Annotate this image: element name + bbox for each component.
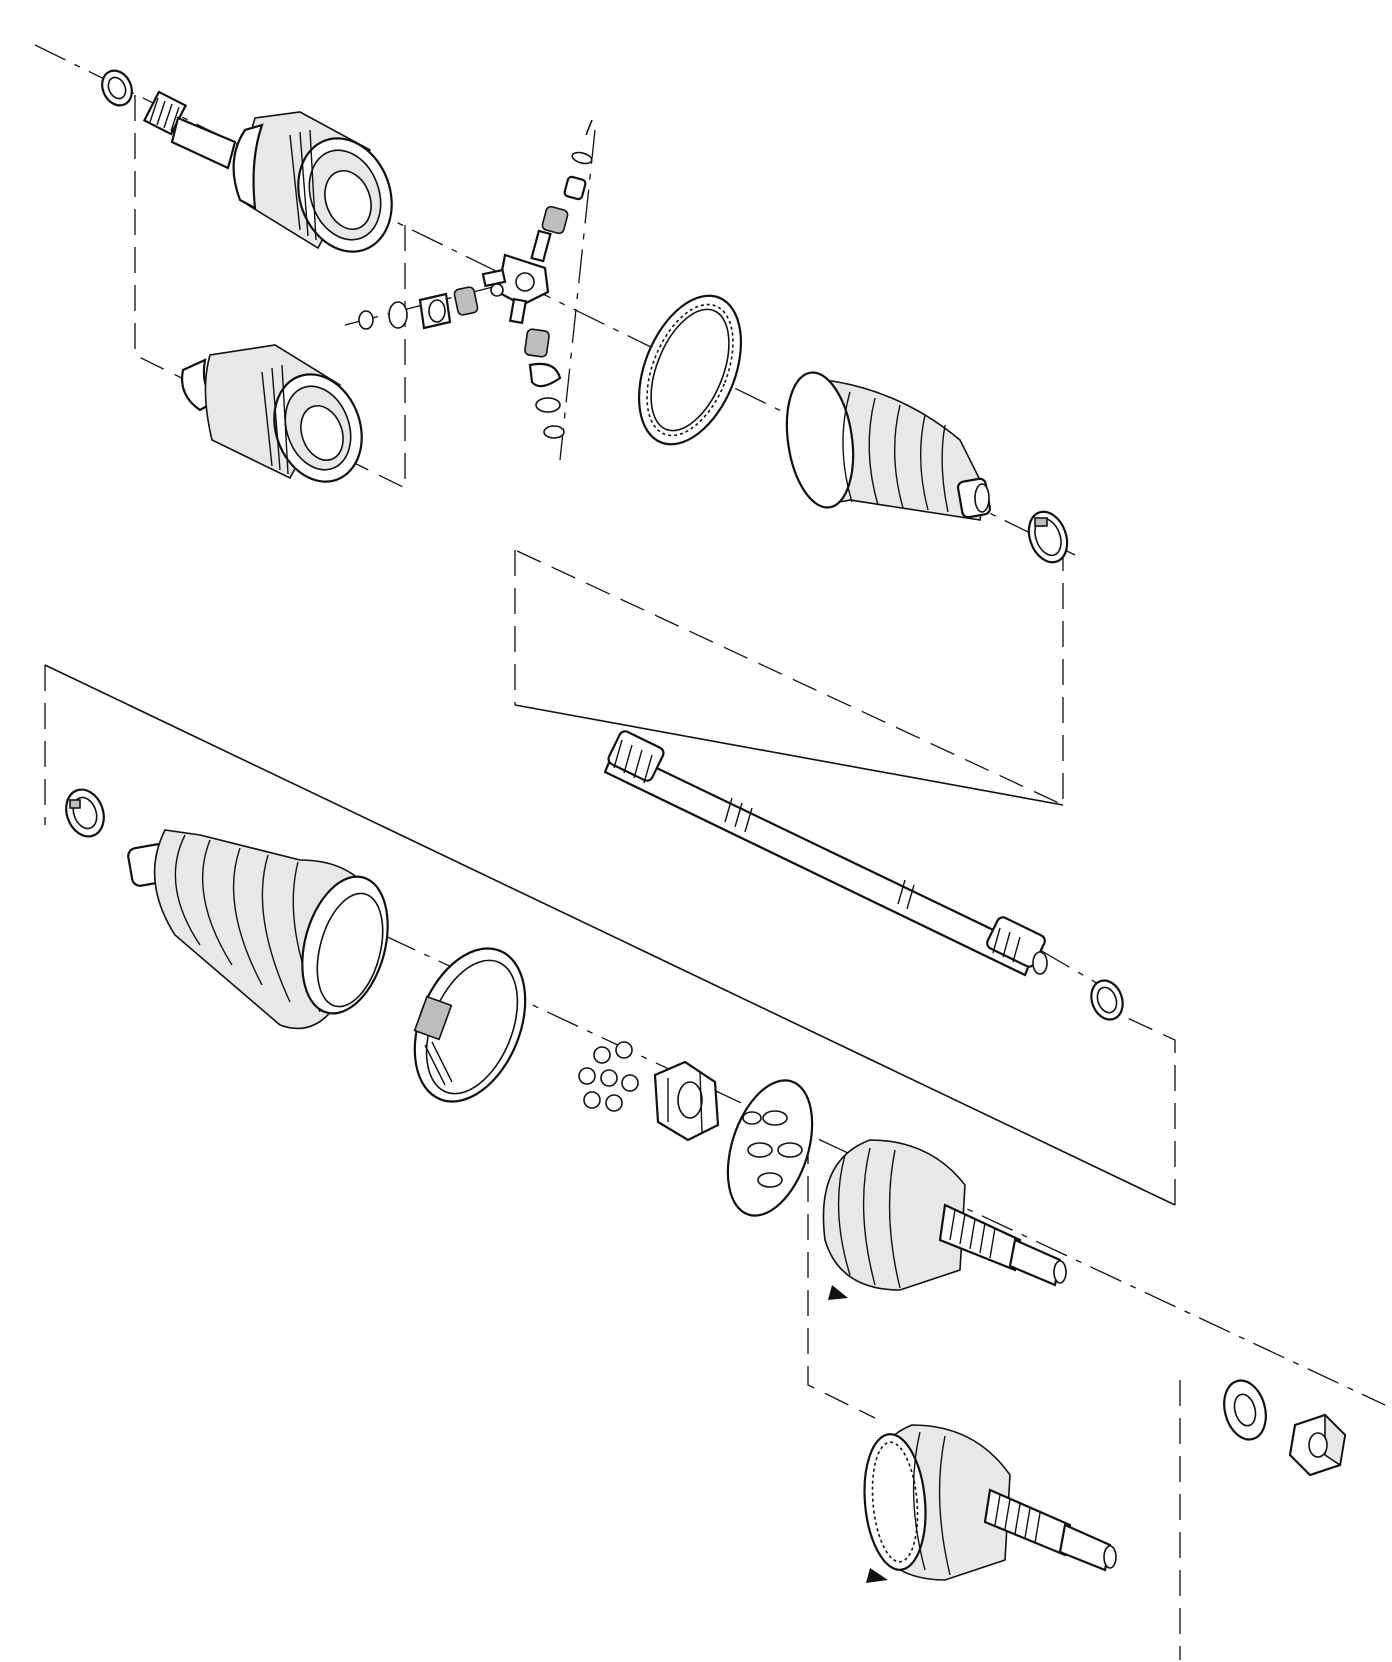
tripod-spider [481,229,552,325]
outer-cv-boot [127,829,389,1030]
inner-cv-joint-housing-alternate [181,344,363,483]
abs-tone-ring [637,294,743,446]
inner-race [653,1060,720,1142]
boot-clamp-small [1027,510,1069,564]
inner-cv-joint-housing-upper [142,90,393,253]
circlip-shaft-end [1090,979,1124,1021]
outer-boot-clamp-large [413,947,527,1103]
ball-cage [726,1079,814,1217]
grouping-frames [44,95,1181,1660]
cv-joint-balls [578,1041,639,1112]
axis-lines [34,44,1386,1406]
needle-bearing-rollers [358,119,593,439]
outer-cv-joint-alternate [863,1424,1117,1583]
intermediate-axle-shaft [603,730,1048,977]
axle-nut [1288,1413,1347,1477]
outer-boot-clamp-small [65,788,105,838]
inner-cv-boot [785,371,992,521]
outer-cv-joint-stub [822,1139,1067,1300]
retaining-ring-upper-left [101,69,133,107]
thrust-washer [1223,1379,1267,1441]
